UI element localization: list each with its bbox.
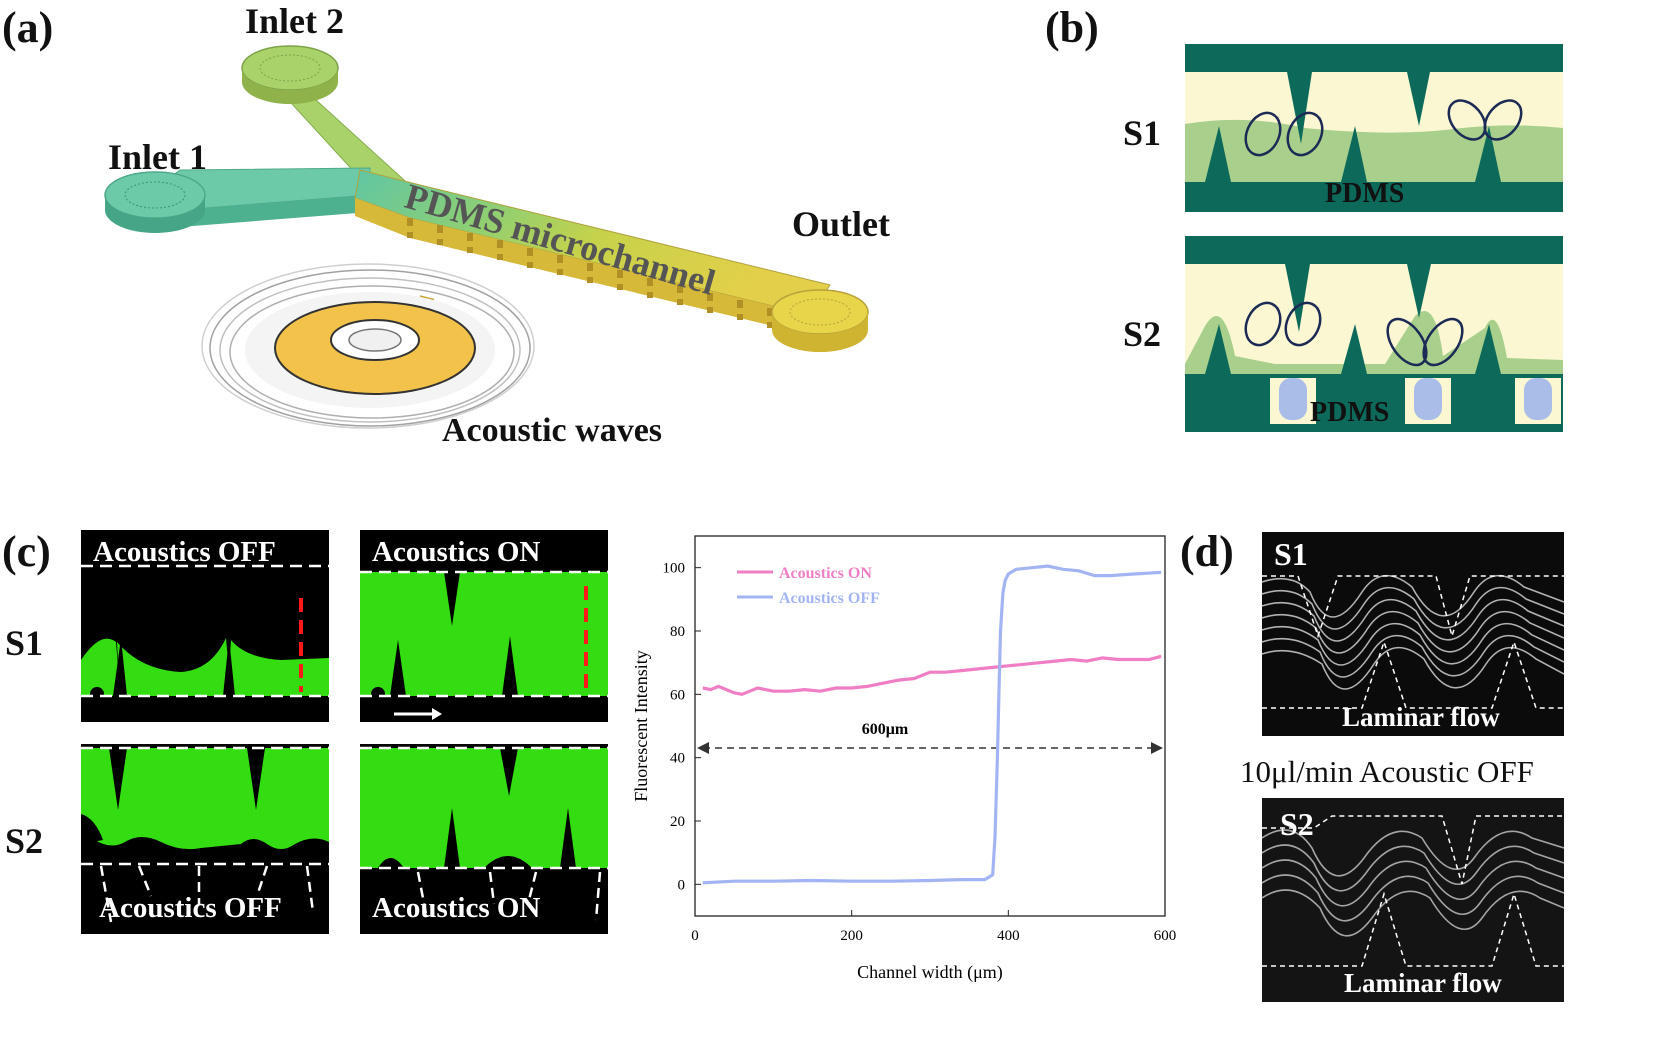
s1-material-label: PDMS bbox=[1325, 178, 1405, 209]
y-axis-label: Fluorescent Intensity bbox=[631, 650, 651, 801]
y-tick-label: 40 bbox=[670, 751, 685, 767]
tile-s2-on-label: Acoustics ON bbox=[372, 892, 541, 924]
panel-d-letter: (d) bbox=[1180, 527, 1234, 576]
streakline-s2-label: S2 bbox=[1280, 806, 1314, 842]
outlet-port bbox=[771, 289, 869, 335]
inlet-2-port bbox=[241, 45, 339, 91]
panel-c-row-label-s1: S1 bbox=[5, 623, 44, 663]
tile-s1-acoustics-on: Acoustics ON bbox=[360, 530, 608, 722]
tile-s2-off-label: Acoustics OFF bbox=[99, 892, 282, 924]
tile-s2-acoustics-on: Acoustics ON bbox=[360, 744, 608, 934]
panel-c-letter: (c) bbox=[2, 527, 51, 576]
condition-label: 10μl/min Acoustic OFF bbox=[1240, 754, 1534, 789]
tile-s1-on-label: Acoustics ON bbox=[372, 536, 541, 568]
series-line-1 bbox=[702, 564, 1162, 885]
acoustic-wave-rings bbox=[201, 263, 535, 429]
inlet-1-port bbox=[104, 171, 206, 219]
inlet-1-label: Inlet 1 bbox=[108, 137, 207, 177]
s1-cross-section bbox=[1185, 44, 1563, 212]
dimension-label: 600μm bbox=[862, 721, 909, 738]
y-tick-label: 100 bbox=[663, 561, 686, 577]
outlet-label: Outlet bbox=[792, 204, 890, 244]
microchannel-device-illustration bbox=[104, 45, 869, 429]
streakline-image-s2: S2 Laminar flow bbox=[1262, 798, 1564, 1002]
tile-s1-acoustics-off: Acoustics OFF bbox=[81, 530, 329, 722]
y-tick-label: 60 bbox=[670, 687, 685, 703]
streakline-image-s1: S1 Laminar flow bbox=[1262, 532, 1564, 736]
y-tick-label: 0 bbox=[678, 877, 686, 893]
streakline-s2-caption: Laminar flow bbox=[1344, 968, 1502, 998]
panel-b-row-label-s1: S1 bbox=[1123, 113, 1162, 153]
legend-label-1: Acoustics OFF bbox=[779, 590, 880, 607]
y-tick-label: 80 bbox=[670, 624, 685, 640]
y-tick-label: 20 bbox=[670, 814, 685, 830]
dimension-arrow-head-left bbox=[697, 742, 709, 754]
x-tick-label: 600 bbox=[1154, 928, 1177, 944]
series-line-0 bbox=[702, 654, 1162, 696]
streakline-s1-label: S1 bbox=[1274, 536, 1308, 572]
panel-c-row-label-s2: S2 bbox=[5, 821, 44, 861]
acoustic-waves-label: Acoustic waves bbox=[442, 412, 663, 449]
dimension-arrow-head-right bbox=[1151, 742, 1163, 754]
legend-label-0: Acoustics ON bbox=[779, 565, 872, 582]
tile-s1-off-label: Acoustics OFF bbox=[93, 536, 276, 568]
x-tick-label: 400 bbox=[997, 928, 1020, 944]
x-tick-label: 200 bbox=[840, 928, 863, 944]
s2-cross-section bbox=[1185, 236, 1563, 432]
panel-b-row-label-s2: S2 bbox=[1123, 314, 1162, 354]
s2-material-label: PDMS bbox=[1310, 397, 1390, 428]
panel-a-letter: (a) bbox=[2, 3, 54, 52]
x-tick-label: 0 bbox=[691, 928, 699, 944]
tile-s2-acoustics-off: Acoustics OFF bbox=[81, 744, 329, 934]
streakline-s1-caption: Laminar flow bbox=[1342, 702, 1500, 732]
x-axis-label: Channel width (μm) bbox=[857, 962, 1003, 983]
panel-b-letter: (b) bbox=[1045, 3, 1099, 52]
plot-frame bbox=[694, 535, 1166, 917]
inlet-2-label: Inlet 2 bbox=[245, 1, 344, 41]
